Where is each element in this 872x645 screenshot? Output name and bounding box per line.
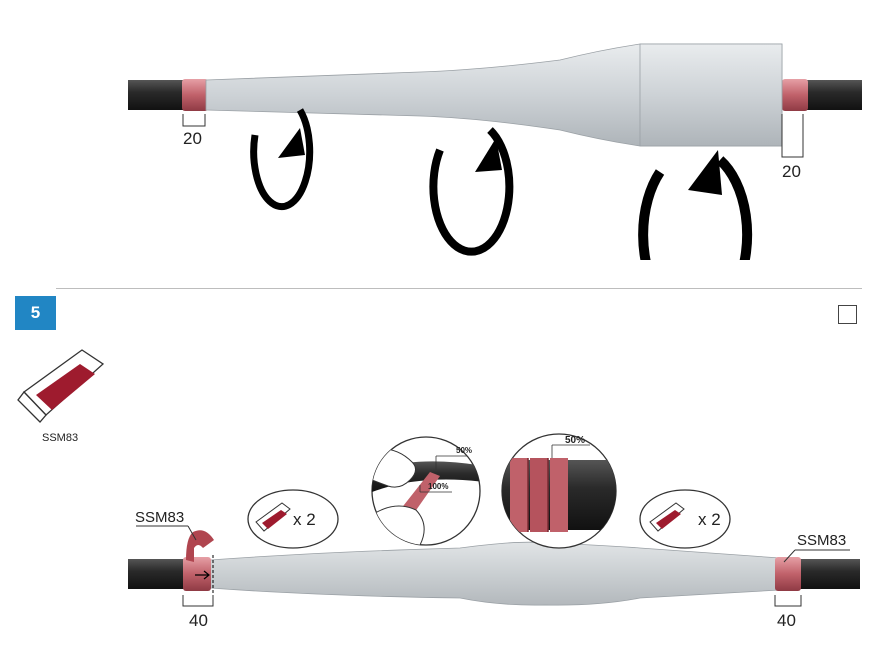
overlap-label-bottom: 100% [428,482,449,491]
cable-left [128,559,188,589]
dimension-left-bottom: 40 [189,611,208,630]
cable-right [800,559,860,589]
rotation-arrowhead-icon [475,138,502,172]
quantity-bubble-left [247,489,339,549]
dimension-left-top: 20 [183,129,202,148]
tape-right-bottom [775,557,801,591]
tape-roll-icon [17,349,105,423]
dim-bracket-right [781,114,804,158]
rotation-arrow-icon [429,127,514,256]
cable-right [800,80,862,110]
direction-arrow-icon [195,570,210,580]
callout-leader-right [783,549,796,563]
overlap-detail [502,444,616,532]
finished-sleeve [209,541,781,606]
tape-roll-icon [255,502,291,532]
rotation-arrow-icon [250,108,314,211]
tape-left [182,79,208,111]
quantity-right: x 2 [698,510,721,529]
dim-bracket-left-bottom [182,595,214,607]
step-checkbox[interactable] [838,305,857,324]
dim-bracket-left [182,114,206,127]
rotation-arrow-icon [638,156,753,260]
dim-bracket-right-bottom [774,595,802,607]
top-illustration [128,43,862,260]
callout-right-label: SSM83 [797,532,847,549]
callout-leader-left [187,525,197,541]
overlap-detail-label: 50% [565,435,586,446]
tape-wrap-flap [186,530,214,562]
callout-left-label: SSM83 [135,509,185,526]
tape-right [782,79,808,111]
cable-left [128,80,188,110]
step-number-badge: 5 [15,296,56,330]
material-label: SSM83 [42,432,79,444]
rotation-arrowhead-icon [688,150,722,195]
dimension-right-top: 20 [782,162,801,181]
quantity-left: x 2 [293,510,316,529]
section-divider [56,288,862,289]
tape-left-bottom [183,557,211,591]
overlap-label-top: 50% [456,446,473,455]
quantity-bubble-right [639,489,731,549]
sleeve-core-end [639,43,783,147]
tape-roll-icon [649,502,685,532]
rotation-arrowhead-icon [278,128,305,158]
dimension-right-bottom: 40 [777,611,796,630]
